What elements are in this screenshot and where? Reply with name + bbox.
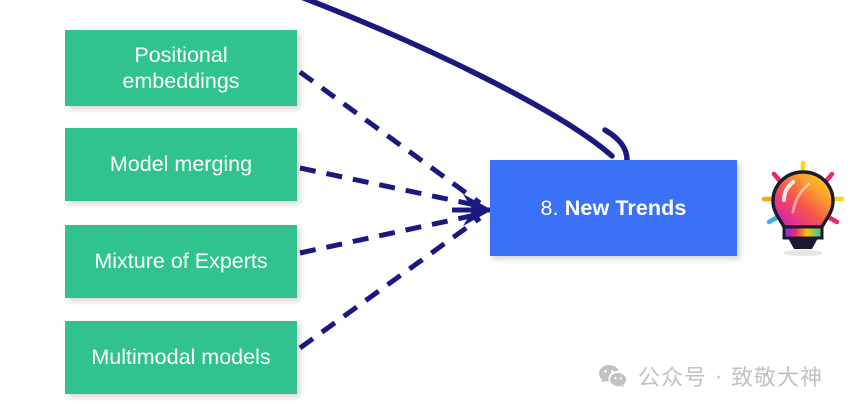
central-node-number: 8. [540,195,559,220]
central-node-new-trends[interactable]: 8. New Trends [490,160,737,256]
branch-node-positional-embeddings[interactable]: Positional embeddings [65,30,297,106]
branch-node-model-merging[interactable]: Model merging [65,128,297,201]
edge-multimodal-models [298,215,482,351]
watermark-text: 公众号 · 致敬大神 [638,366,823,391]
central-node-label: 8. New Trends [541,195,687,221]
branch-node-multimodal-models[interactable]: Multimodal models [65,321,297,394]
wechat-icon [599,365,627,388]
edge-model-merging [299,165,481,209]
lightbulb-icon [761,160,845,256]
edge-arrowhead [463,194,492,226]
central-node-title: New Trends [564,195,687,220]
watermark: 公众号 · 致敬大神 [598,360,823,392]
branch-label: Positional embeddings [122,42,240,93]
branch-label: Model merging [109,152,253,177]
branch-node-mixture-of-experts[interactable]: Mixture of Experts [65,225,297,298]
edge-positional-embeddings [298,69,482,206]
branch-label: Mixture of Experts [94,249,268,274]
edge-curve-incoming [301,0,615,159]
branch-label: Multimodal models [91,345,271,370]
edge-curve-incoming-tail [602,127,630,163]
edge-mixture-of-experts [299,211,481,256]
